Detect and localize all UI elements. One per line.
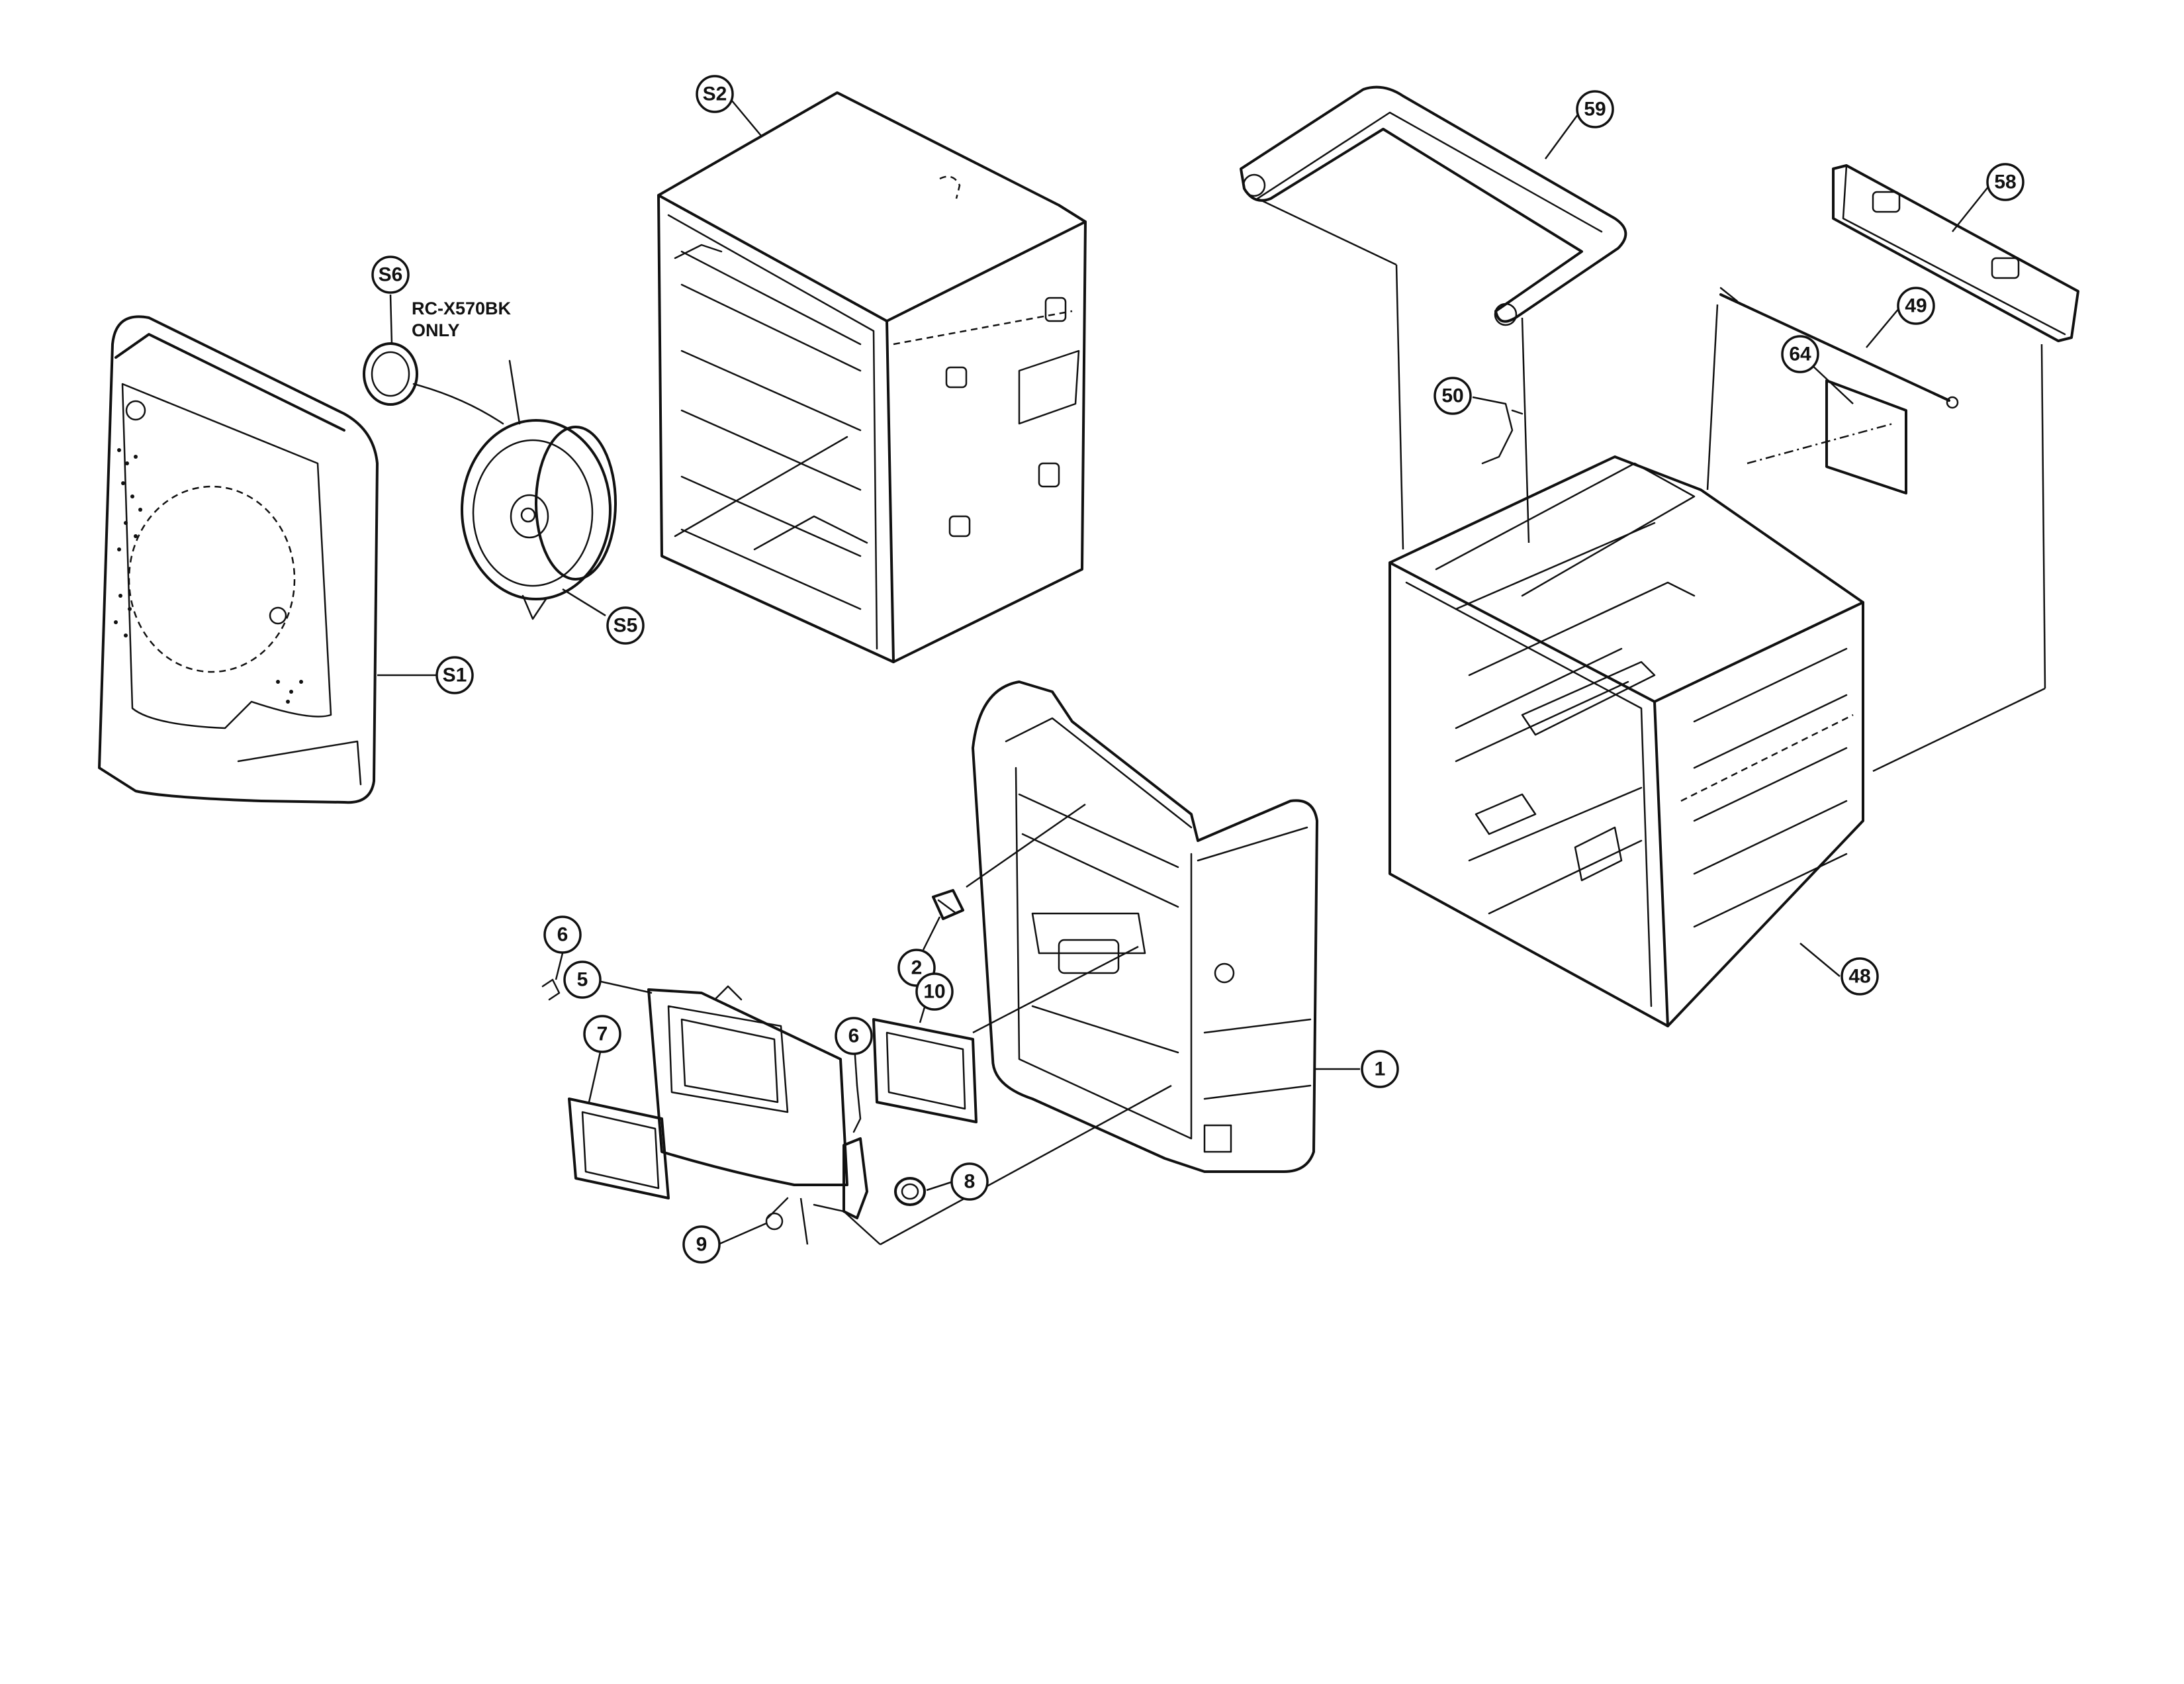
callout-10: 10 xyxy=(915,972,954,1011)
callout-50: 50 xyxy=(1433,377,1472,415)
part-s2-speaker-cabinet xyxy=(657,91,1087,663)
svg-text:S5: S5 xyxy=(614,615,638,637)
svg-text:S6: S6 xyxy=(379,264,403,286)
callout-s6: S6 xyxy=(371,256,410,294)
part-6-clip-left xyxy=(541,978,561,1001)
part-5-cassette-door xyxy=(647,985,848,1186)
part-59-handle xyxy=(1240,85,1627,326)
part-6-clip-right xyxy=(852,1084,862,1133)
part-64-label-sheet xyxy=(1825,379,1907,494)
callout-1: 1 xyxy=(1361,1050,1399,1088)
svg-text:10: 10 xyxy=(923,981,945,1003)
part-10-window xyxy=(872,1018,978,1123)
part-s5-speaker-unit xyxy=(412,359,617,620)
model-note-line2: ONLY xyxy=(412,320,460,340)
svg-text:S1: S1 xyxy=(443,665,467,686)
part-58-bracket xyxy=(1832,164,2079,342)
callout-59: 59 xyxy=(1576,90,1614,128)
part-lever-assembly xyxy=(813,1137,868,1219)
callout-s1: S1 xyxy=(435,656,474,694)
svg-text:9: 9 xyxy=(696,1234,707,1256)
model-note: RC-X570BK ONLY xyxy=(412,299,512,340)
callout-64: 64 xyxy=(1781,335,1819,373)
callout-6-left: 6 xyxy=(543,915,582,954)
svg-text:1: 1 xyxy=(1375,1058,1386,1080)
svg-text:5: 5 xyxy=(577,969,588,991)
callout-49: 49 xyxy=(1897,287,1935,325)
callout-5: 5 xyxy=(563,960,602,999)
svg-text:S2: S2 xyxy=(703,83,727,105)
part-s1-speaker-grille xyxy=(98,315,379,804)
callout-48: 48 xyxy=(1841,957,1879,996)
part-50-spring xyxy=(1481,402,1524,465)
model-note-line1: RC-X570BK xyxy=(412,299,512,318)
callout-s2: S2 xyxy=(696,75,734,113)
part-2-knob xyxy=(932,889,964,920)
svg-text:58: 58 xyxy=(1994,171,2016,193)
part-s6-ring xyxy=(363,342,418,406)
callout-58: 58 xyxy=(1986,163,2025,201)
svg-text:48: 48 xyxy=(1848,966,1870,988)
svg-text:64: 64 xyxy=(1789,344,1811,365)
leader-lines xyxy=(377,95,2046,1246)
callout-9: 9 xyxy=(682,1225,721,1264)
svg-text:49: 49 xyxy=(1905,295,1927,317)
svg-text:7: 7 xyxy=(597,1023,608,1045)
part-49-antenna-rod xyxy=(1719,287,1959,409)
svg-text:6: 6 xyxy=(557,924,569,946)
svg-text:2: 2 xyxy=(911,957,923,979)
svg-text:59: 59 xyxy=(1584,99,1606,120)
svg-text:8: 8 xyxy=(964,1171,976,1193)
callout-s5: S5 xyxy=(606,606,645,645)
part-9-spring xyxy=(765,1197,789,1231)
part-48-main-cabinet xyxy=(1388,455,1864,1027)
part-8-button xyxy=(894,1177,926,1206)
part-7-door-window xyxy=(568,1098,670,1199)
callout-7: 7 xyxy=(583,1015,621,1053)
callout-8: 8 xyxy=(950,1162,989,1201)
part-1-front-panel xyxy=(972,680,1318,1173)
svg-text:6: 6 xyxy=(848,1025,860,1047)
callout-6-right: 6 xyxy=(835,1017,873,1055)
svg-text:50: 50 xyxy=(1441,385,1463,407)
